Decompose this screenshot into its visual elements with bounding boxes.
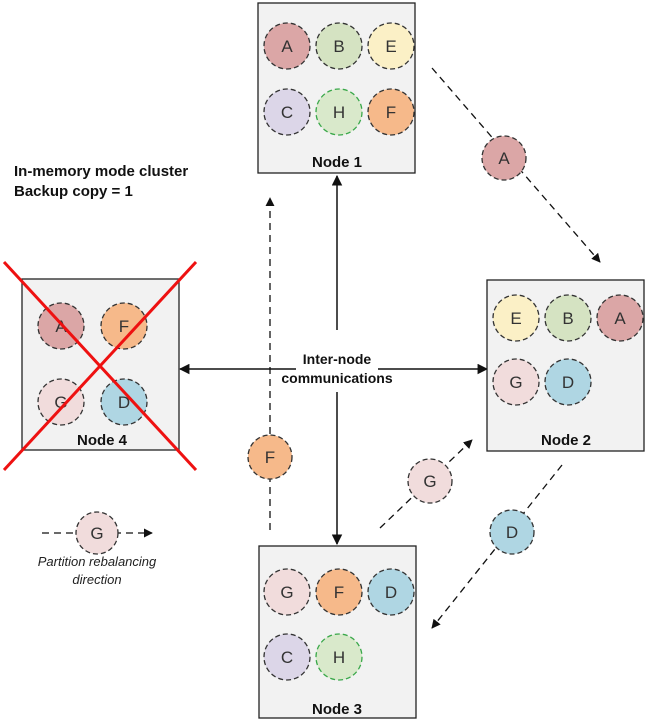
partition-circle <box>596 294 644 342</box>
node-2-label: Node 2 <box>541 432 591 449</box>
partition-circle <box>263 22 311 70</box>
partition-label: A <box>281 37 293 56</box>
partition-circle <box>315 633 363 681</box>
node-4-label: Node 4 <box>77 432 128 449</box>
partition-circle <box>315 88 363 136</box>
moving-partition-circle <box>407 458 453 504</box>
partition-circle <box>37 378 85 426</box>
partition-circle <box>492 294 540 342</box>
node-partitions: A B E C H F E B A G D G F D C H A F G D <box>37 22 644 681</box>
partition-label: H <box>333 103 345 122</box>
partition-circle <box>263 88 311 136</box>
moving-partition-circle <box>489 509 535 555</box>
partition-label: E <box>385 37 396 56</box>
rebalance-arrow-d <box>431 464 563 629</box>
moving-partition-label: G <box>423 472 436 491</box>
partition-label: B <box>562 309 573 328</box>
node-3-label: Node 3 <box>312 701 362 718</box>
node-1-label: Node 1 <box>312 154 362 171</box>
partition-label: G <box>54 393 67 412</box>
partition-label: A <box>614 309 626 328</box>
moving-partitions: A F G D <box>247 135 535 555</box>
partition-circle <box>263 633 311 681</box>
moving-partition-circle <box>247 434 293 480</box>
partition-circle <box>100 378 148 426</box>
moving-partition-label: F <box>265 448 275 467</box>
partition-label: B <box>333 37 344 56</box>
partition-circle <box>100 302 148 350</box>
partition-label: E <box>510 309 521 328</box>
partition-label: D <box>385 583 397 602</box>
backup-copy-heading: Backup copy = 1 <box>14 183 133 200</box>
partition-circle <box>544 358 592 406</box>
center-label-line2: communications <box>281 370 392 386</box>
moving-partition-circle <box>481 135 527 181</box>
partition-label: G <box>509 373 522 392</box>
partition-label: F <box>386 103 396 122</box>
partition-label: C <box>281 103 293 122</box>
partition-label: F <box>119 317 129 336</box>
moving-partition-label: D <box>506 523 518 542</box>
partition-label: G <box>280 583 293 602</box>
partition-circle <box>315 568 363 616</box>
partition-label: H <box>333 648 345 667</box>
legend-text-line1: Partition rebalancing <box>38 554 157 569</box>
legend-text-line2: direction <box>72 572 121 587</box>
partition-circle <box>367 88 415 136</box>
partition-circle <box>367 568 415 616</box>
partition-label: D <box>118 393 130 412</box>
legend: G Partition rebalancing direction <box>38 511 157 587</box>
partition-circle <box>315 22 363 70</box>
partition-circle <box>367 22 415 70</box>
legend-partition-label: G <box>90 524 103 543</box>
cluster-mode-heading: In-memory mode cluster <box>14 163 188 180</box>
partition-circle <box>492 358 540 406</box>
partition-label: D <box>562 373 574 392</box>
partition-circle <box>263 568 311 616</box>
center-label-line1: Inter-node <box>303 351 372 367</box>
rebalance-arrow-a <box>431 67 601 263</box>
moving-partition-label: A <box>498 149 510 168</box>
partition-label: C <box>281 648 293 667</box>
center-label-bg <box>296 348 378 390</box>
partition-circle <box>544 294 592 342</box>
legend-partition-circle <box>75 511 119 555</box>
partition-label: F <box>334 583 344 602</box>
failed-node-cross-line <box>2 260 198 472</box>
